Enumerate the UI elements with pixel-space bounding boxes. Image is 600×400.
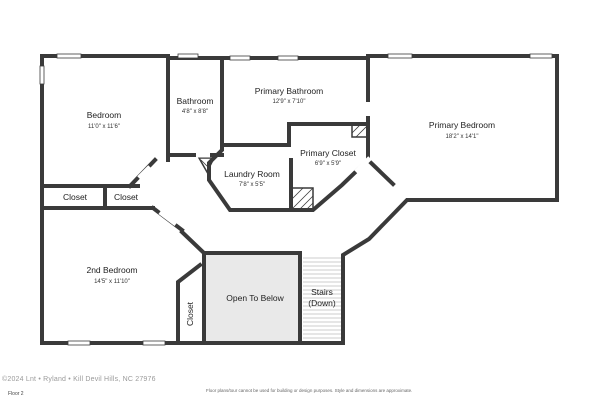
primary-bathroom-dims: 12'9" x 7'10" — [273, 99, 306, 105]
bathroom-dims: 4'8" x 8'8" — [182, 109, 208, 115]
primary-closet-dims: 6'9" x 5'9" — [315, 161, 341, 167]
stairs-label-line2: (Down) — [308, 298, 336, 308]
primary-bedroom-name: Primary Bedroom — [429, 120, 495, 130]
open-to-below-area — [206, 255, 300, 342]
windows — [39, 53, 553, 346]
second-bedroom-name: 2nd Bedroom — [86, 265, 137, 275]
closet-left-name: Closet — [63, 192, 88, 202]
primary-closet-name: Primary Closet — [300, 148, 356, 158]
door-openings — [137, 152, 390, 226]
primary-bedroom-dims: 18'2" x 14'1" — [446, 134, 479, 140]
second-bedroom-dims: 14'5" x 11'10" — [94, 279, 130, 285]
bedroom-dims: 11'0" x 11'6" — [88, 124, 120, 130]
laundry-room-dims: 7'8" x 5'5" — [239, 182, 265, 188]
floor-label: Floor 2 — [8, 391, 24, 397]
bathroom-name: Bathroom — [177, 96, 214, 106]
laundry-room-name: Laundry Room — [224, 169, 280, 179]
closet-mid-name: Closet — [114, 192, 139, 202]
hatched-chases — [197, 124, 368, 211]
disclaimer-text: Floor plans/tour cannot be used for buil… — [206, 388, 413, 393]
stairs-treads — [303, 257, 341, 339]
primary-bathroom-name: Primary Bathroom — [255, 86, 324, 96]
stairs-label-line1: Stairs — [311, 287, 333, 297]
bedroom-name: Bedroom — [87, 110, 122, 120]
closet-vertical-name: Closet — [185, 301, 195, 326]
watermark-text: ©2024 Lnt • Ryland • Kill Devil Hills, N… — [2, 376, 156, 383]
open-to-below-label: Open To Below — [226, 293, 284, 303]
walls — [40, 54, 559, 345]
